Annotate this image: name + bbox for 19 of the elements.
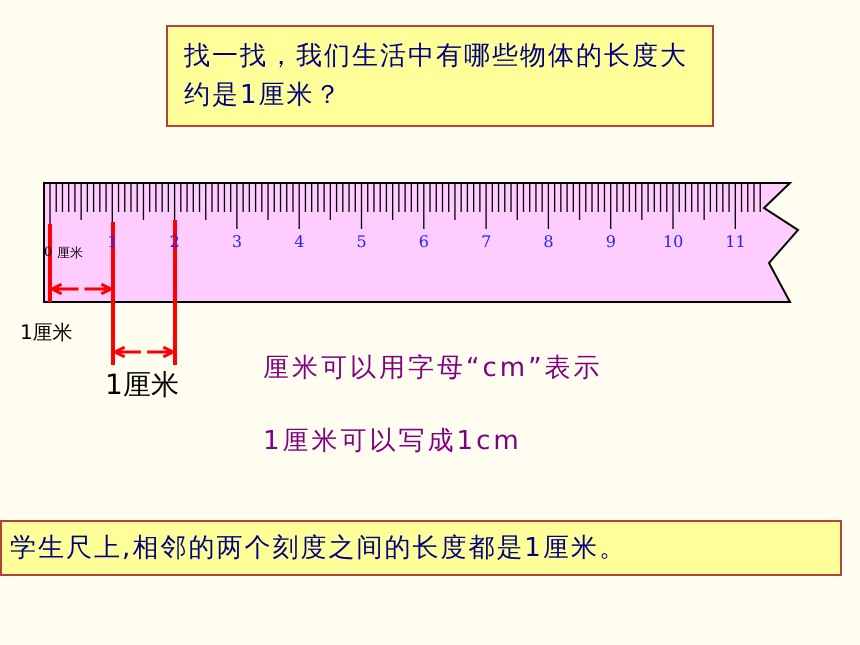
- statement-text: 学生尺上,相邻的两个刻度之间的长度都是1厘米。: [10, 532, 627, 564]
- dimension-label: 1厘米: [20, 322, 73, 342]
- unit-label: 厘米: [57, 247, 83, 260]
- text-box: [166, 25, 714, 127]
- question-text: 找一找，我们生活中有哪些物体的长度大约是1厘米？: [184, 40, 689, 112]
- dimension-label: 1厘米: [105, 371, 179, 399]
- scale-number: 4: [294, 234, 304, 250]
- scale-number: 9: [606, 234, 616, 250]
- scale-number: 7: [481, 234, 492, 250]
- scale-number: 10: [663, 234, 684, 250]
- text-box: [0, 520, 842, 576]
- scale-number: 2: [170, 234, 180, 250]
- scale-number: 6: [418, 234, 429, 250]
- scale-number: 5: [356, 234, 367, 250]
- scale-number: 11: [725, 234, 746, 250]
- note-text: 厘米可以用字母“cm”表示: [263, 355, 603, 381]
- scale-number: 8: [543, 234, 554, 250]
- note-text: 1厘米可以写成1cm: [263, 428, 522, 454]
- scale-number: 3: [232, 234, 242, 250]
